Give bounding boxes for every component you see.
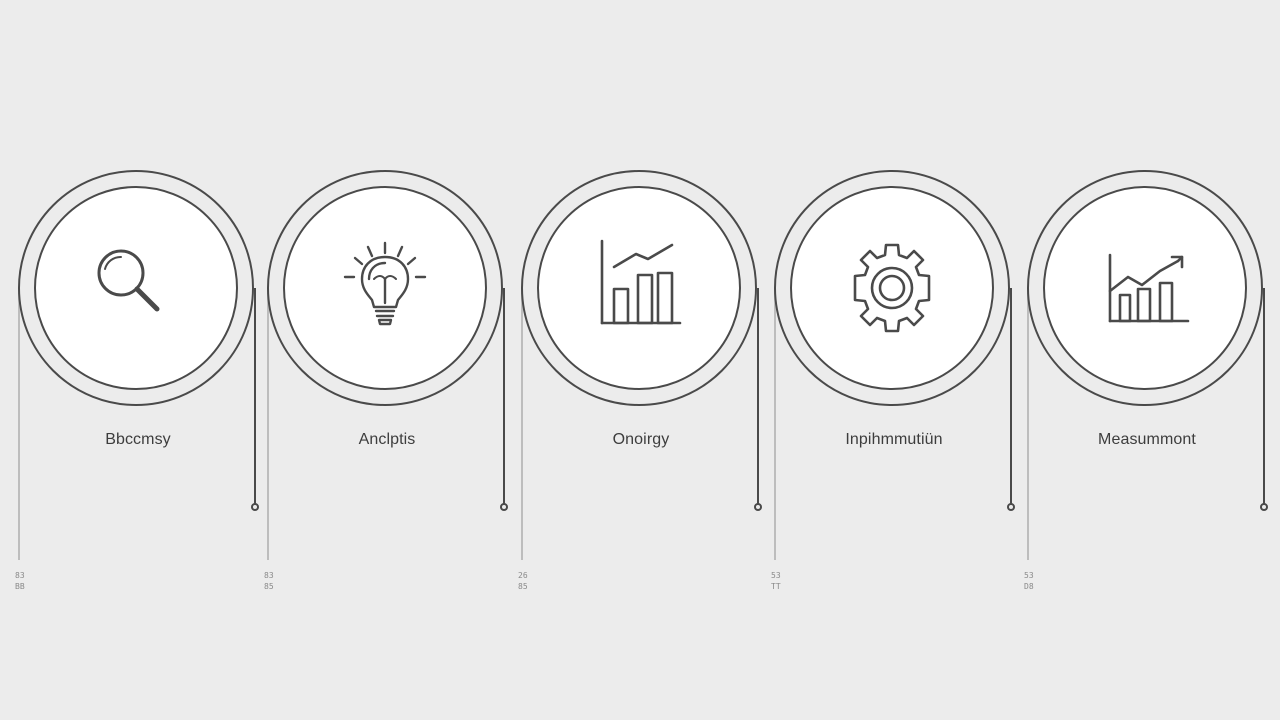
step-footer: 26 85 <box>518 570 528 592</box>
outer-ring <box>1027 170 1263 406</box>
footer-bottom-text: 85 <box>518 582 528 591</box>
inner-circle <box>790 186 994 390</box>
footer-bottom-text: TT <box>771 582 781 591</box>
footer-top-text: 53 <box>1024 571 1034 580</box>
lightbulb-icon <box>330 233 440 343</box>
footer-bottom-text: BB <box>15 582 25 591</box>
inner-circle <box>34 186 238 390</box>
step-measurement: Measummont 53 D8 <box>1024 0 1277 720</box>
outer-ring <box>521 170 757 406</box>
connector-dot <box>754 503 762 511</box>
bar-chart-arrow-icon <box>1090 233 1200 343</box>
connector-dot <box>251 503 259 511</box>
outer-ring <box>774 170 1010 406</box>
step-implementation: Inpihmmutiün 53 TT <box>771 0 1024 720</box>
connector-line-left <box>267 288 269 560</box>
connector-dot <box>1260 503 1268 511</box>
connector-line-left <box>774 288 776 560</box>
connector-line-right <box>503 288 505 506</box>
inner-circle <box>283 186 487 390</box>
step-label: Bbccmsy <box>105 431 171 448</box>
footer-top-text: 26 <box>518 571 528 580</box>
footer-bottom-text: D8 <box>1024 582 1034 591</box>
gear-icon <box>837 233 947 343</box>
connector-dot <box>500 503 508 511</box>
step-analysis: Anclptis 83 85 <box>264 0 517 720</box>
bar-chart-trend-icon <box>584 233 694 343</box>
inner-circle <box>537 186 741 390</box>
step-label: Onoirgy <box>612 431 670 448</box>
step-label: Anclptis <box>358 431 416 448</box>
step-footer: 53 D8 <box>1024 570 1034 592</box>
step-footer: 53 TT <box>771 570 781 592</box>
connector-line-left <box>1027 288 1029 560</box>
inner-circle <box>1043 186 1247 390</box>
step-discovery: Bbccmsy 83 BB <box>15 0 268 720</box>
connector-line-left <box>521 288 523 560</box>
footer-top-text: 83 <box>264 571 274 580</box>
footer-bottom-text: 85 <box>264 582 274 591</box>
step-strategy: Onoirgy 26 85 <box>518 0 771 720</box>
magnifying-glass-icon <box>81 233 191 343</box>
step-label: Inpihmmutiün <box>845 431 943 448</box>
step-footer: 83 85 <box>264 570 274 592</box>
connector-line-right <box>1010 288 1012 506</box>
footer-top-text: 83 <box>15 571 25 580</box>
connector-line-right <box>757 288 759 506</box>
connector-line-right <box>1263 288 1265 506</box>
step-footer: 83 BB <box>15 570 25 592</box>
connector-line-left <box>18 288 20 560</box>
connector-dot <box>1007 503 1015 511</box>
outer-ring <box>267 170 503 406</box>
step-label: Measummont <box>1098 431 1196 448</box>
footer-top-text: 53 <box>771 571 781 580</box>
outer-ring <box>18 170 254 406</box>
connector-line-right <box>254 288 256 506</box>
